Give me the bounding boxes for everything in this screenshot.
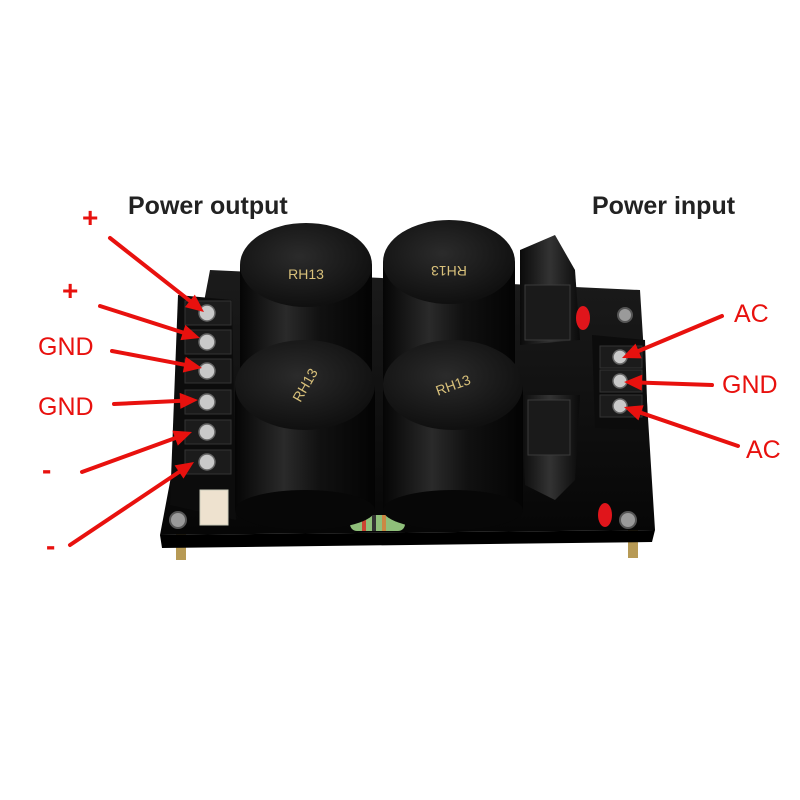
power-output-heading: Power output xyxy=(128,192,288,220)
red-arrow xyxy=(68,462,194,547)
output-label-minus-2: - xyxy=(46,530,56,561)
output-label-gnd-1: GND xyxy=(38,333,94,361)
output-terminal-screw xyxy=(198,423,216,441)
output-terminal-screw xyxy=(198,333,216,351)
white-connector xyxy=(199,489,229,526)
output-terminal-screw xyxy=(198,362,216,380)
red-arrow xyxy=(108,236,204,312)
red-arrow xyxy=(80,430,192,474)
capacitor-front-left: RH13 xyxy=(235,340,375,530)
red-arrow xyxy=(624,374,714,391)
input-label-ac-2: AC xyxy=(746,436,781,464)
red-arrow xyxy=(110,349,202,373)
svg-text:RH13: RH13 xyxy=(288,266,324,282)
output-label-gnd-2: GND xyxy=(38,393,94,421)
output-terminal-screw xyxy=(198,393,216,411)
leds xyxy=(576,306,612,527)
callout-arrows xyxy=(68,236,740,547)
capacitor-front-right: RH13 xyxy=(383,340,523,530)
power-input-heading: Power input xyxy=(592,192,736,220)
input-label-gnd: GND xyxy=(722,371,778,399)
rectifier-heatsinks xyxy=(520,235,580,500)
input-label-ac-1: AC xyxy=(734,300,769,328)
input-terminal-screw xyxy=(612,398,628,414)
output-terminal-screw xyxy=(198,304,216,322)
output-terminal-screw xyxy=(198,453,216,471)
output-label-plus-2: + xyxy=(62,275,79,306)
red-arrow xyxy=(112,392,198,409)
red-arrow xyxy=(98,304,200,341)
input-terminal-screw xyxy=(612,373,628,389)
output-label-minus-1: - xyxy=(42,454,52,485)
output-label-plus-1: + xyxy=(82,202,99,233)
svg-text:RH13: RH13 xyxy=(431,263,467,279)
red-arrow xyxy=(622,314,724,359)
output-terminal-block xyxy=(170,295,236,520)
red-arrow xyxy=(624,405,740,448)
